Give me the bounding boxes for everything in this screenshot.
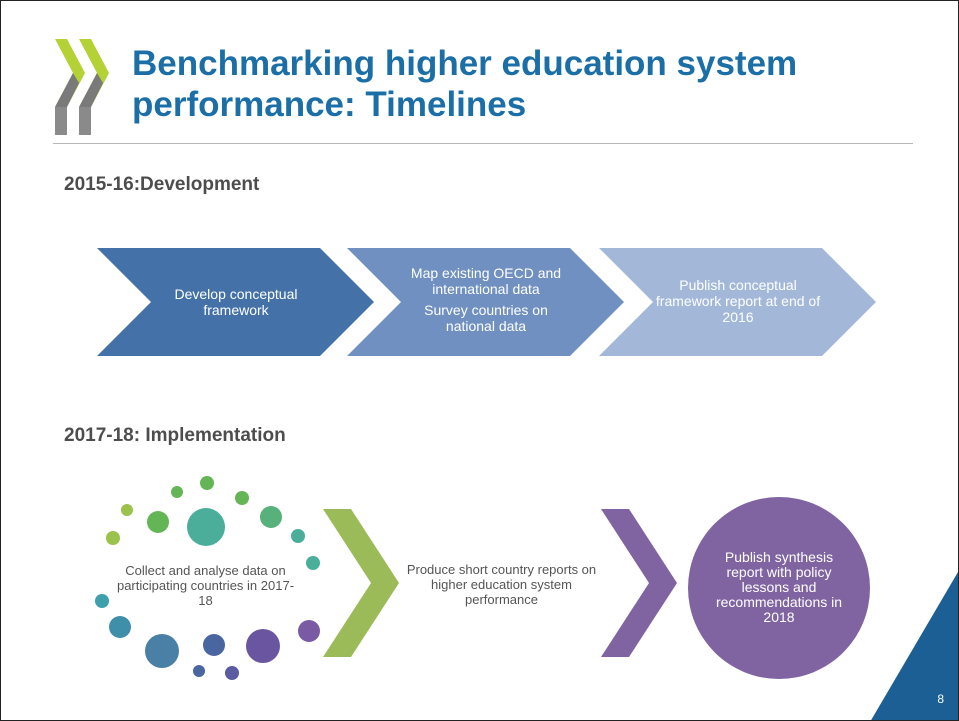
corner-triangle bbox=[871, 572, 958, 720]
green-chevron-arrow bbox=[323, 509, 399, 657]
phase1-heading: 2015-16:Development bbox=[64, 174, 260, 195]
step3-line: Publish conceptual framework report at e… bbox=[655, 277, 821, 325]
oecd-logo-icon bbox=[55, 39, 109, 135]
page-number: 8 bbox=[937, 692, 944, 706]
step1-text: Develop conceptual framework bbox=[151, 286, 321, 318]
step2-line1: Map existing OECD and international data bbox=[410, 265, 562, 297]
page-title: Benchmarking higher education system per… bbox=[132, 44, 798, 124]
chevron-map bbox=[347, 248, 624, 356]
produce-text: Produce short country reports on higher … bbox=[406, 562, 597, 607]
step2-line2: Survey countries on national data bbox=[424, 302, 548, 334]
chevron-develop bbox=[97, 248, 374, 356]
title-divider bbox=[53, 143, 913, 144]
publish-synthesis-circle bbox=[688, 497, 870, 679]
step2-text: Map existing OECD and international data… bbox=[401, 265, 571, 334]
phase2-heading: 2017-18: Implementation bbox=[64, 425, 286, 446]
publish-text: Publish synthesis report with policy les… bbox=[715, 549, 843, 625]
chevron-publish-report bbox=[599, 248, 876, 356]
collect-text: Collect and analyse data on participatin… bbox=[116, 563, 295, 608]
step3-text: Publish conceptual framework report at e… bbox=[653, 277, 823, 325]
data-collection-dots bbox=[95, 476, 320, 680]
step1-line: Develop conceptual framework bbox=[174, 286, 298, 318]
purple-chevron-arrow bbox=[601, 509, 677, 657]
